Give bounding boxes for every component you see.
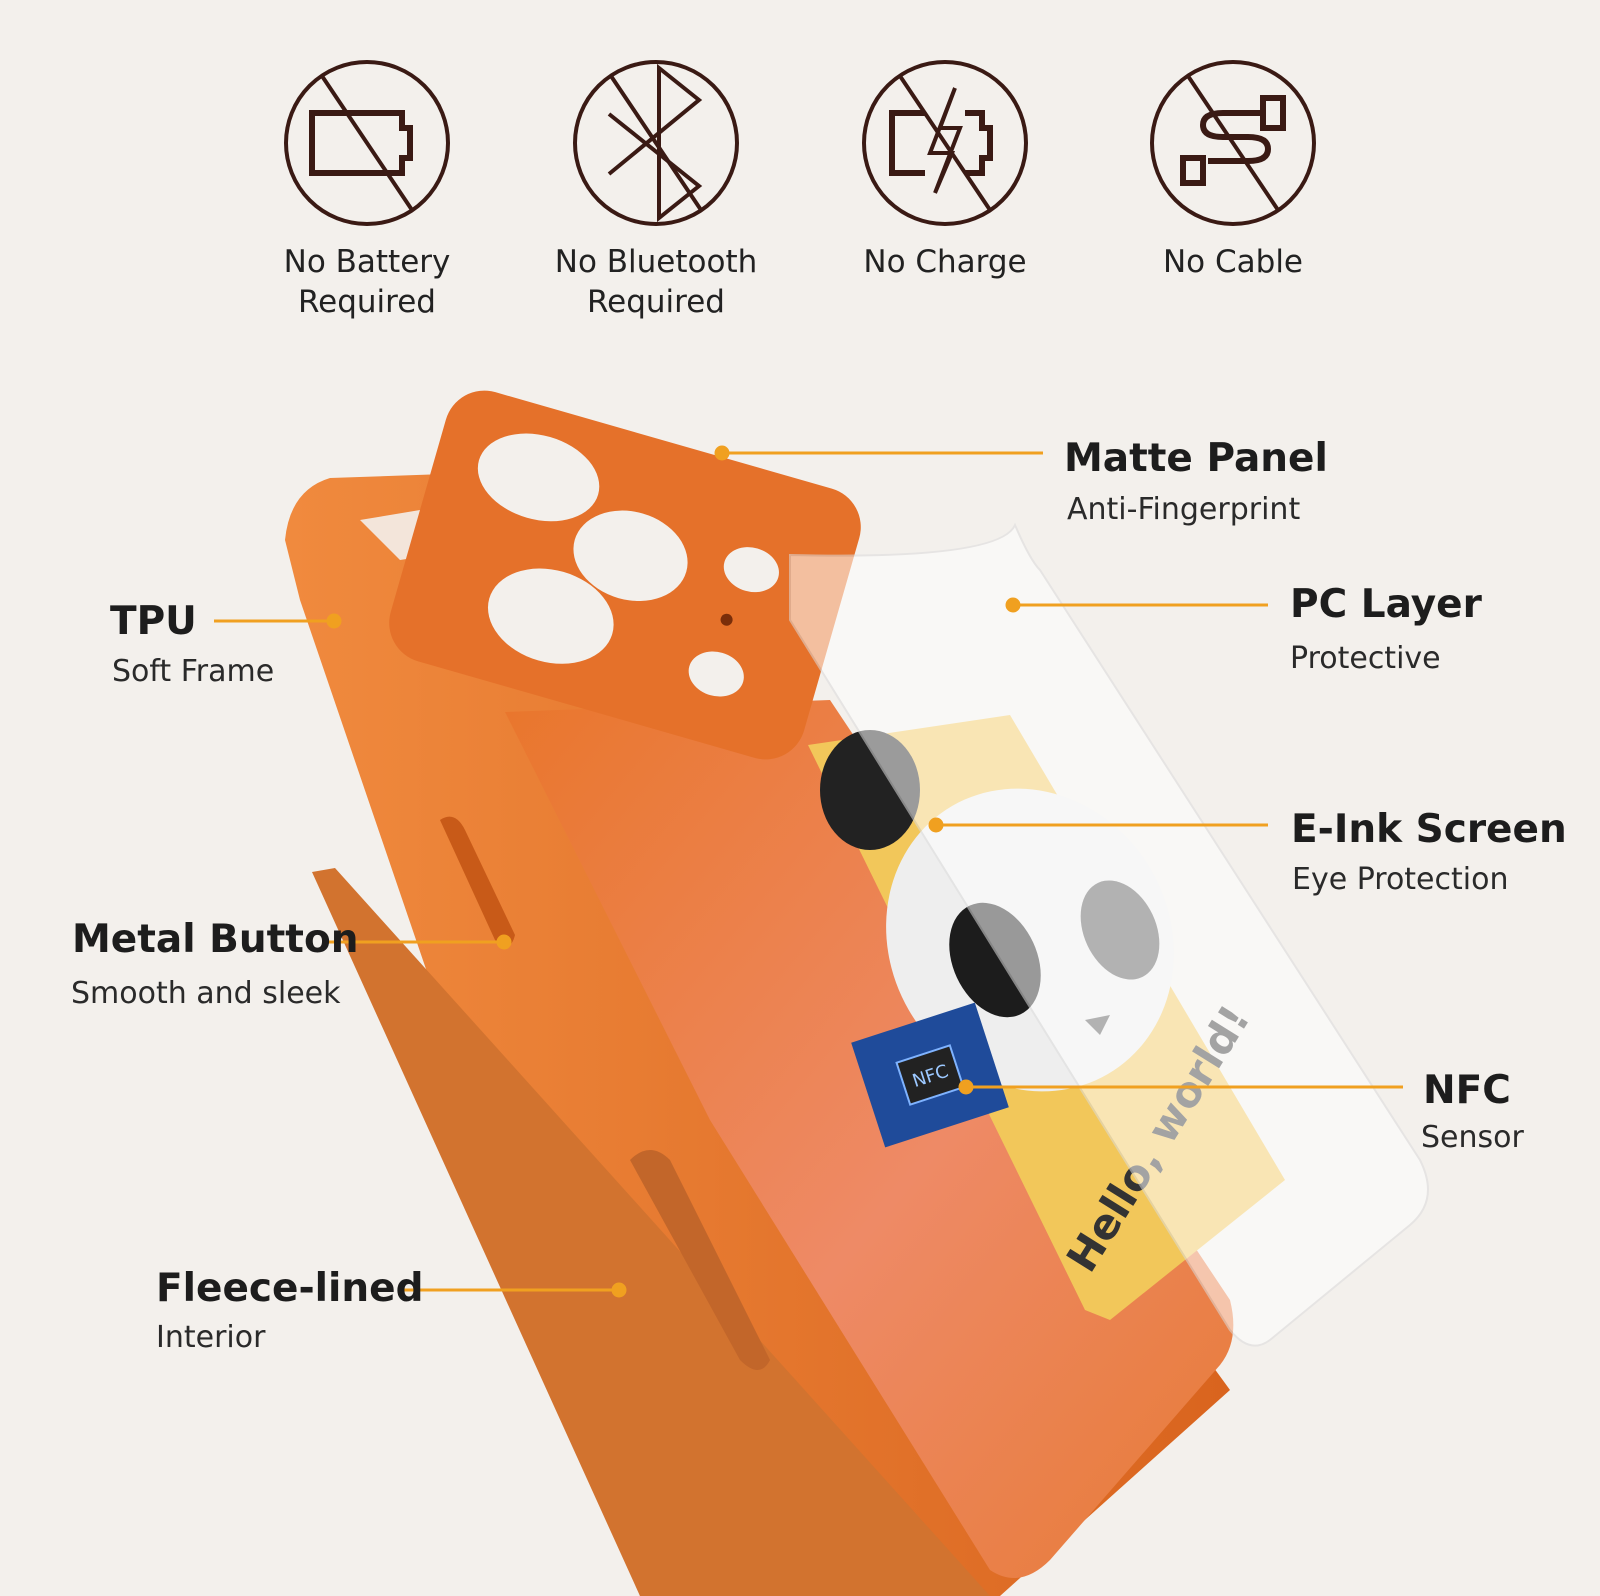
callout-pc-layer-title: PC Layer [1290, 582, 1482, 627]
no-cable-icon [1150, 60, 1316, 226]
callout-tpu-subtitle: Soft Frame [112, 654, 275, 689]
no-battery-icon [284, 60, 450, 226]
callout-metal-button-subtitle: Smooth and sleek [71, 976, 341, 1011]
feature-label-no-cable: No Cable [1162, 244, 1303, 280]
callout-fleece-title: Fleece-lined [156, 1266, 424, 1311]
callout-tpu-title: TPU [110, 599, 197, 644]
nfc-chip: NFC [851, 1002, 1009, 1148]
metal-button [440, 816, 515, 947]
no-charge-icon [862, 60, 1028, 226]
callout-matte-panel-subtitle: Anti-Fingerprint [1067, 492, 1301, 527]
camera-plate [389, 390, 861, 760]
callout-matte-panel-title: Matte Panel [1064, 436, 1328, 481]
callout-nfc-subtitle: Sensor [1421, 1120, 1524, 1155]
callout-fleece-subtitle: Interior [156, 1320, 266, 1355]
fleece-lining [312, 868, 990, 1596]
pc-layer [789, 522, 1429, 1347]
callout-eink-title: E-Ink Screen [1291, 807, 1567, 852]
callout-eink-subtitle: Eye Protection [1292, 862, 1509, 897]
callout-nfc-title: NFC [1423, 1068, 1511, 1113]
no-bluetooth-icon [573, 60, 739, 226]
feature-label-no-charge: No Charge [863, 244, 1027, 280]
matte-back-panel [505, 700, 1234, 1578]
callout-pc-layer-subtitle: Protective [1290, 641, 1441, 676]
callout-metal-button-title: Metal Button [72, 917, 359, 962]
